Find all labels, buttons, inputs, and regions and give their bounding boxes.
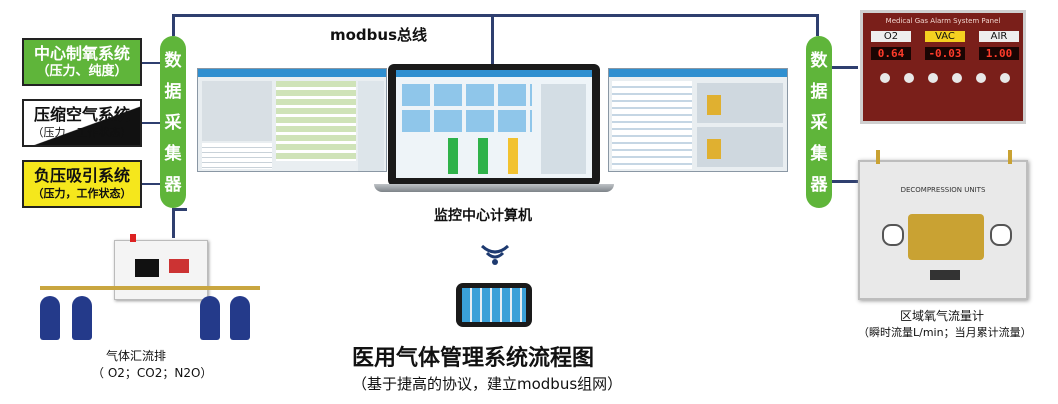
diagram-title: 医用气体管理系统流程图 (352, 346, 595, 371)
air-system-sub: （压力，工作状态） (32, 126, 132, 139)
bus-left-drop (172, 14, 175, 36)
laptop-computer (374, 64, 614, 194)
left-link-2 (142, 122, 160, 124)
bus-bottom-line (172, 208, 187, 211)
diagram-subtitle: （基于捷高的协议，建立modbus组网） (352, 375, 623, 393)
laptop-base (374, 184, 614, 192)
alarm-label-air: AIR (979, 31, 1019, 42)
panel-button (976, 73, 986, 83)
gas-cylinder (200, 296, 220, 340)
vacuum-system-box: 负压吸引系统 （压力，工作状态） (22, 160, 142, 208)
pressure-gauge (882, 224, 904, 246)
left-monitor-screen (197, 68, 387, 172)
vacuum-system-sub: （压力，工作状态） (32, 187, 132, 200)
bus-label: modbus总线 (330, 26, 428, 44)
gas-cylinder (72, 296, 92, 340)
bus-right-drop (816, 14, 819, 36)
right-link-bottom (832, 180, 858, 183)
right-monitor-screen (608, 68, 788, 172)
oxygen-system-sub: （压力、纯度） (36, 64, 128, 79)
pressure-gauge (990, 224, 1012, 246)
bus-center-drop (491, 14, 494, 66)
decompression-label: DECOMPRESSION UNITS (900, 186, 986, 194)
panel-button (880, 73, 890, 83)
decompression-unit: DECOMPRESSION UNITS (858, 160, 1028, 300)
alarm-box (114, 240, 208, 300)
flowmeter-label: 区域氧气流量计 (900, 309, 985, 323)
computer-label: 监控中心计算机 (434, 208, 532, 224)
panel-button (904, 73, 914, 83)
left-link-1 (142, 62, 160, 64)
alarm-value-o2: 0.64 (871, 47, 911, 60)
vacuum-system-title: 负压吸引系统 (33, 166, 130, 185)
alarm-label-vac: VAC (925, 31, 965, 42)
manifold-label: 气体汇流排 (106, 349, 167, 363)
alarm-value-air: 1.00 (979, 47, 1019, 60)
right-data-collector: 数 据 采 集 器 (806, 36, 832, 208)
panel-button (1000, 73, 1010, 83)
manifold-sub: （ O2；CO2；N2O） (92, 366, 213, 380)
bus-bottom-drop (172, 208, 175, 238)
gas-alarm-panel: Medical Gas Alarm System Panel O2 VAC AI… (860, 10, 1026, 124)
wifi-icon (480, 244, 510, 265)
gas-manifold (30, 234, 265, 344)
air-system-title: 压缩空气系统 (33, 105, 130, 124)
panel-button (952, 73, 962, 83)
alarm-panel-heading: Medical Gas Alarm System Panel (885, 17, 1001, 25)
oxygen-system-box: 中心制氧系统 （压力、纯度） (22, 38, 142, 86)
left-link-3 (142, 183, 160, 185)
right-link-top (832, 66, 858, 69)
alarm-value-vac: -0.03 (925, 47, 965, 60)
smartphone (456, 283, 532, 327)
gas-cylinder (230, 296, 250, 340)
oxygen-system-title: 中心制氧系统 (33, 44, 130, 63)
flowmeter-sub: （瞬时流量L/min；当月累计流量） (858, 326, 1032, 339)
laptop-screen (388, 64, 600, 186)
gas-cylinder (40, 296, 60, 340)
panel-button (928, 73, 938, 83)
alarm-label-o2: O2 (871, 31, 911, 42)
bus-top-line (172, 14, 819, 17)
alarm-light (130, 234, 136, 242)
air-system-box: 压缩空气系统 （压力，工作状态） (22, 99, 142, 147)
left-data-collector: 数 据 采 集 器 (160, 36, 186, 208)
